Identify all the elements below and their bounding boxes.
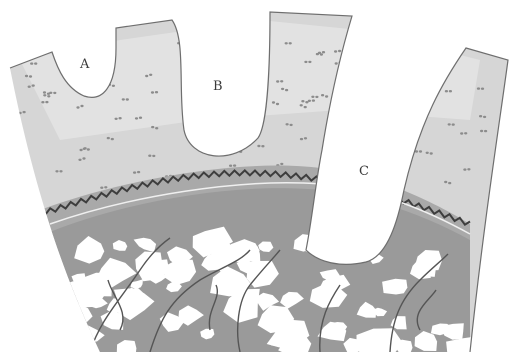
chondrocyte-cell [363, 134, 370, 137]
chondrocyte-cell [226, 140, 233, 143]
chondrocyte-cell [231, 114, 238, 118]
chondrocyte-cell [99, 44, 106, 47]
defect-label-a: A [79, 57, 90, 72]
chondrocyte-cell [370, 112, 377, 115]
chondrocyte-cell [251, 76, 258, 79]
marrow-space [352, 227, 381, 252]
chondrocyte-cell [341, 63, 348, 66]
chondrocyte-cell [404, 100, 411, 103]
cartilage-highlight [20, 20, 480, 140]
defect-label-b: B [213, 79, 223, 94]
chondrocyte-cell [248, 100, 255, 104]
marrow-space [382, 279, 407, 295]
chondrocyte-cell [335, 169, 342, 173]
chondrocyte-cell [417, 65, 424, 68]
chondrocyte-cell [256, 46, 263, 49]
chondrocyte-cell [84, 72, 91, 75]
chondrocyte-cell [241, 62, 248, 65]
chondrocyte-cell [409, 130, 416, 133]
chondrocyte-cell [237, 121, 244, 125]
chondrocyte-cell [187, 91, 194, 95]
chondrocyte-cell [398, 58, 405, 61]
chondrocyte-cell [213, 71, 220, 74]
chondrocyte-cell [336, 114, 343, 117]
chondrocyte-cell [230, 50, 237, 53]
chondrocyte-cell [99, 40, 106, 43]
chondrocyte-cell [220, 121, 227, 124]
chondrocyte-cell [103, 47, 110, 50]
marrow-space [54, 324, 85, 346]
chondrocyte-cell [332, 98, 339, 101]
defect-label-c: C [359, 164, 369, 179]
chondrocyte-cell [254, 122, 261, 125]
chondrocyte-cell [229, 96, 236, 99]
